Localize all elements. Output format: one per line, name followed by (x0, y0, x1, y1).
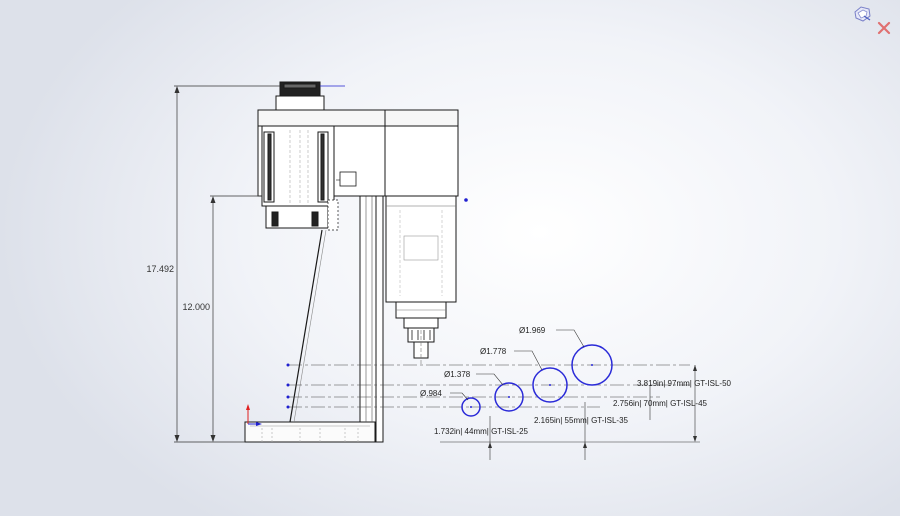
diameter-1969-label[interactable]: Ø1.969 (519, 326, 546, 335)
overall-height-dimension (174, 85, 280, 443)
table-height-dimension (210, 195, 262, 442)
center-lines (288, 364, 690, 408)
vertical-reference-lines (440, 365, 700, 460)
machine-assembly (244, 81, 468, 443)
spindle-chuck (403, 317, 439, 365)
diameter-1378-label[interactable]: Ø1.378 (444, 370, 471, 379)
circle-984[interactable] (461, 397, 481, 417)
circle-1969[interactable] (571, 344, 613, 386)
spindle-motor (385, 195, 457, 319)
close-icon[interactable] (876, 20, 892, 36)
circle-1378[interactable] (494, 382, 524, 412)
column (359, 195, 384, 443)
overall-height-label[interactable]: 17.492 (146, 264, 174, 274)
diameter-1778-label[interactable]: Ø1.778 (480, 347, 507, 356)
table-height-label[interactable]: 12.000 (182, 302, 210, 312)
base-plate (244, 421, 376, 443)
centerline-markers (286, 363, 290, 409)
diameter-leaders (450, 329, 585, 401)
origin-triad (246, 404, 262, 426)
circle-1778[interactable] (532, 367, 568, 403)
confirm-corner-icon[interactable] (852, 4, 874, 24)
top-pulley (275, 81, 345, 111)
support-strut (289, 229, 327, 423)
diameter-984-label[interactable]: Ø.984 (420, 389, 442, 398)
left-gearbox (261, 125, 339, 231)
callout-gt-isl-50[interactable]: 3.819in| 97mm| GT-ISL-50 (637, 379, 732, 388)
callout-gt-isl-45[interactable]: 2.756in| 70mm| GT-ISL-45 (613, 399, 708, 408)
dimension-arrows (488, 365, 697, 448)
sheave-circles (461, 344, 613, 417)
callout-gt-isl-35[interactable]: 2.165in| 55mm| GT-ISL-35 (534, 416, 629, 425)
callout-gt-isl-25[interactable]: 1.732in| 44mm| GT-ISL-25 (434, 427, 529, 436)
circle-centers (470, 364, 593, 408)
